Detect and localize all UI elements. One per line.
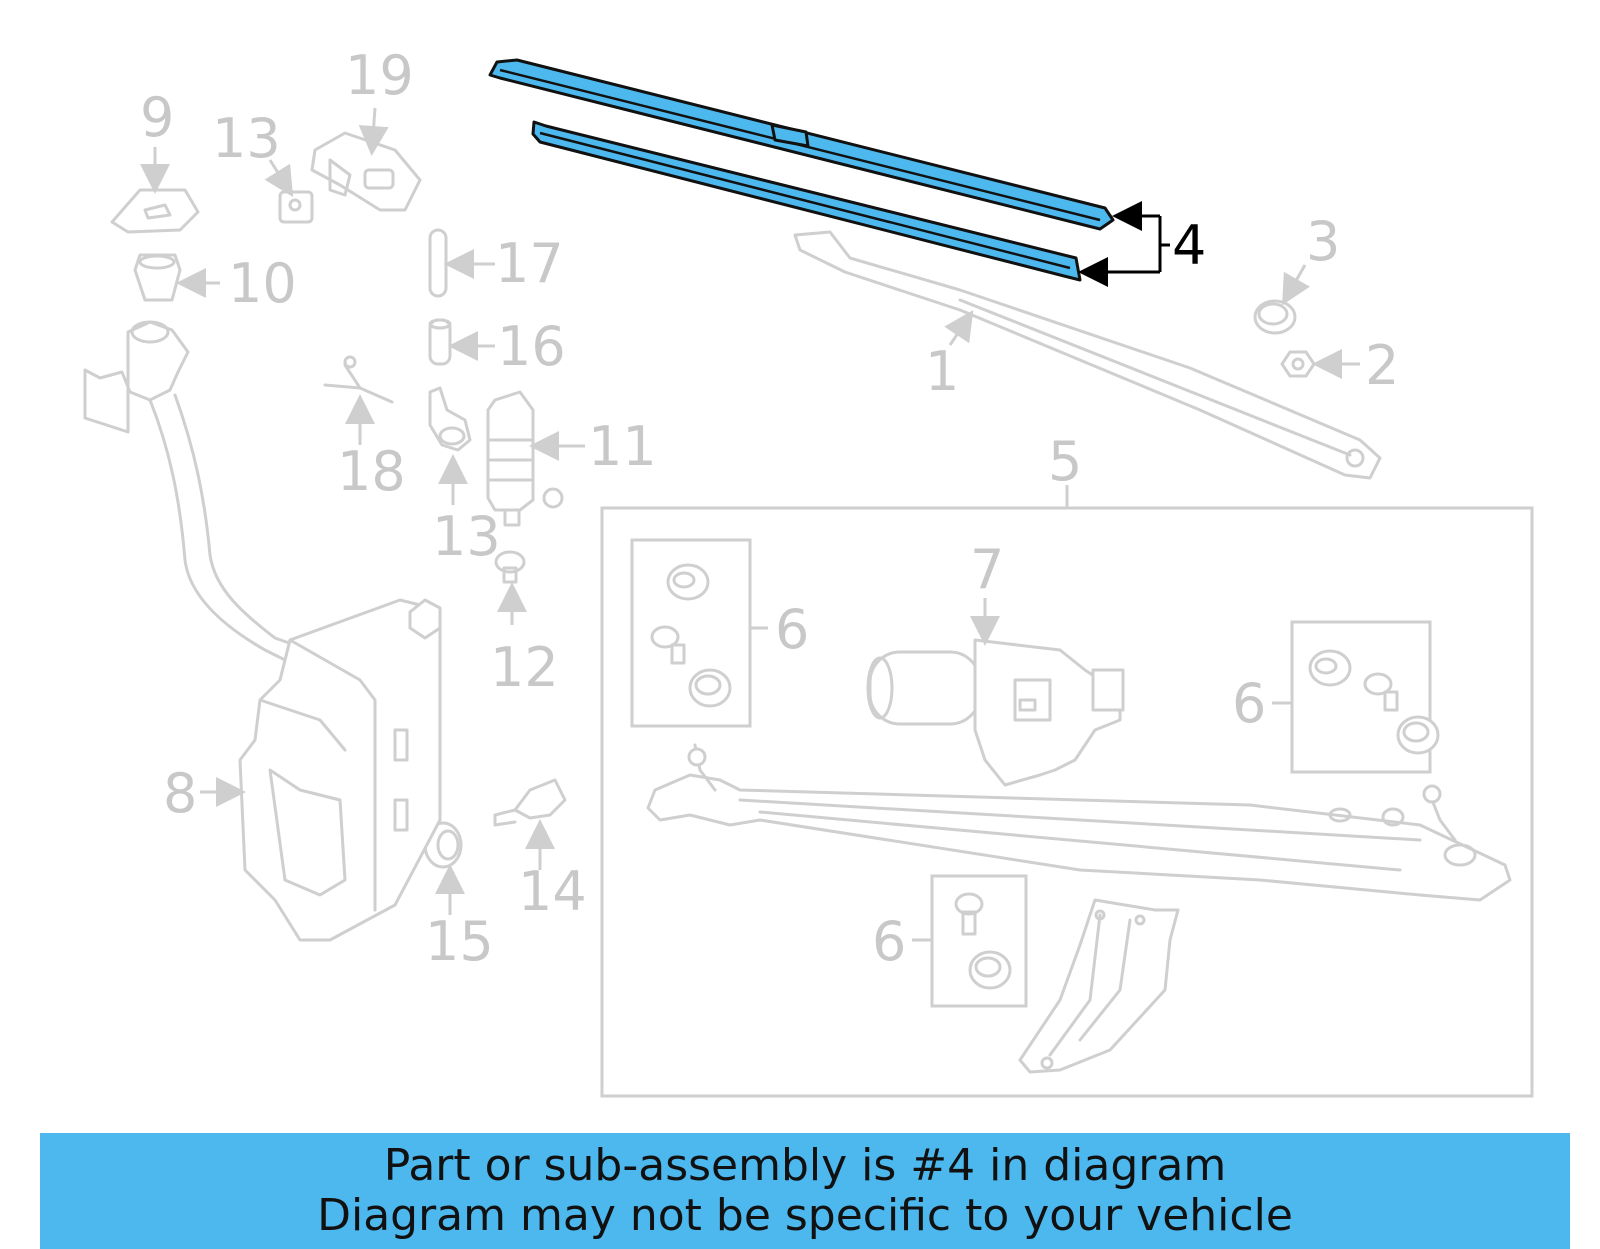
parts-diagram: 19 9 13 10 17 16 18 11 13 12 8 14 15 1 3… [83, 44, 1534, 1098]
callout-13-lower: 13 [432, 505, 501, 568]
callout-1: 1 [925, 340, 959, 403]
pump-11 [486, 390, 564, 527]
callout-11: 11 [588, 415, 657, 478]
callout-3: 3 [1306, 210, 1340, 273]
washer-reservoir [83, 320, 442, 942]
callout-6-right: 6 [1232, 672, 1266, 735]
callout-13-top: 13 [212, 107, 281, 170]
banner-line-2: Diagram may not be specific to your vehi… [317, 1190, 1293, 1241]
fitting-18 [323, 355, 394, 404]
hose-17 [428, 228, 448, 298]
leader-lines [140, 107, 1360, 942]
callout-19: 19 [345, 44, 414, 107]
callout-12: 12 [490, 636, 559, 699]
sensor-19 [310, 131, 422, 212]
grommet-12 [494, 550, 526, 584]
callout-18: 18 [337, 440, 406, 503]
callout-7: 7 [970, 538, 1004, 601]
wiper-linkage [646, 743, 1512, 902]
fastener-box-6-left [630, 538, 752, 728]
mounting-bracket [1018, 898, 1180, 1074]
fastener-box-6-right [1290, 620, 1440, 774]
callout-9: 9 [140, 86, 174, 149]
callout-16: 16 [497, 315, 566, 378]
callout-10: 10 [228, 252, 297, 315]
wiper-blades-highlighted[interactable] [488, 58, 1115, 282]
sensor-13-top [278, 190, 314, 224]
nut-2 [1280, 350, 1316, 378]
callout-5: 5 [1048, 430, 1082, 493]
wiper-motor [866, 638, 1125, 787]
callout-14: 14 [518, 860, 587, 923]
cap-3 [1253, 299, 1297, 335]
cap-10 [133, 253, 182, 302]
leader-4 [1078, 201, 1170, 287]
connector-16 [428, 318, 452, 366]
callout-6-bottom: 6 [872, 910, 906, 973]
callout-4: 4 [1172, 214, 1206, 277]
fastener-box-6-bottom [930, 874, 1028, 1008]
grommet-9 [110, 188, 200, 234]
wiper-arm [793, 230, 1382, 480]
callout-6-left: 6 [775, 598, 809, 661]
callout-2: 2 [1365, 334, 1399, 397]
banner-line-1: Part or sub-assembly is #4 in diagram [383, 1140, 1227, 1191]
info-banner: Part or sub-assembly is #4 in diagram Di… [40, 1133, 1570, 1249]
callout-8: 8 [163, 762, 197, 825]
callout-15: 15 [425, 910, 494, 973]
callout-17: 17 [495, 232, 564, 295]
nozzle-13-lower [428, 386, 472, 452]
sensor-14 [493, 778, 567, 827]
callout-labels: 19 9 13 10 17 16 18 11 13 12 8 14 15 1 3… [140, 44, 1399, 973]
